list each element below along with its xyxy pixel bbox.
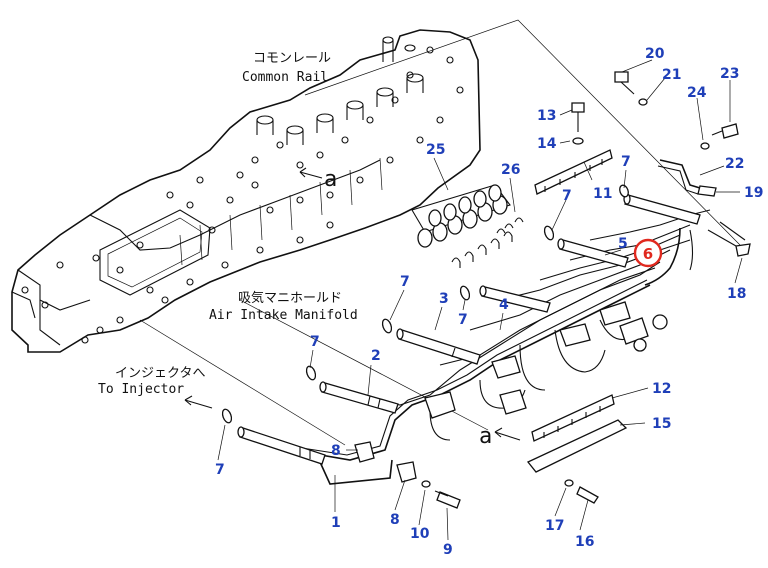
callout-11[interactable]: 11 — [593, 186, 612, 202]
callout-12[interactable]: 12 — [652, 381, 671, 397]
air-intake-label-en: Air Intake Manifold — [209, 308, 358, 323]
callout-19[interactable]: 19 — [744, 185, 763, 201]
text-labels: コモンレール Common Rail 吸気マニホールド Air Intake M… — [98, 51, 492, 449]
injector-label-en: To Injector — [98, 382, 184, 397]
callout-10[interactable]: 10 — [410, 526, 430, 542]
callout-7-b[interactable]: 7 — [310, 334, 320, 350]
callout-17[interactable]: 17 — [545, 518, 564, 534]
callout-26[interactable]: 26 — [501, 162, 520, 178]
callout-25[interactable]: 25 — [426, 142, 445, 158]
callout-7-d[interactable]: 7 — [458, 312, 468, 328]
callout-leaders — [217, 59, 743, 541]
clip-set-26 — [451, 217, 524, 268]
callout-13[interactable]: 13 — [537, 108, 556, 124]
callout-8-a[interactable]: 8 — [331, 443, 341, 459]
view-mark-upper: a — [324, 167, 337, 192]
callout-7-e[interactable]: 7 — [562, 188, 572, 204]
common-rail-label-en: Common Rail — [242, 70, 328, 85]
callout-22[interactable]: 22 — [725, 156, 744, 172]
hardware — [354, 71, 751, 509]
tube-clamps — [424, 301, 668, 419]
injector-rods — [237, 193, 701, 465]
callout-23[interactable]: 23 — [720, 66, 739, 82]
engine-block — [11, 29, 481, 353]
callout-16[interactable]: 16 — [575, 534, 594, 550]
callout-5[interactable]: 5 — [618, 236, 628, 252]
callout-8-b[interactable]: 8 — [390, 512, 400, 528]
air-intake-label-jp: 吸気マニホールド — [238, 290, 342, 306]
view-arrow-lower — [494, 427, 521, 441]
view-arrow-injector — [184, 395, 213, 409]
seal-kit-25 — [411, 184, 511, 248]
callout-7-c[interactable]: 7 — [400, 274, 410, 290]
callout-9[interactable]: 9 — [443, 542, 453, 558]
callout-4[interactable]: 4 — [499, 297, 509, 313]
callout-21[interactable]: 21 — [662, 67, 681, 83]
callout-7-a[interactable]: 7 — [215, 462, 225, 478]
callout-24[interactable]: 24 — [687, 85, 707, 101]
callout-6-highlight[interactable]: 6 — [633, 238, 663, 268]
callout-20[interactable]: 20 — [645, 46, 665, 62]
callout-1[interactable]: 1 — [331, 515, 341, 531]
view-mark-lower: a — [479, 424, 492, 449]
callout-2[interactable]: 2 — [371, 348, 381, 364]
common-rail-label-jp: コモンレール — [253, 51, 331, 66]
injector-label-jp: インジェクタへ — [115, 366, 205, 381]
o-rings — [221, 184, 629, 424]
callout-6[interactable]: 6 — [643, 245, 653, 263]
callout-15[interactable]: 15 — [652, 416, 671, 432]
callout-7-f[interactable]: 7 — [621, 154, 631, 170]
callout-3[interactable]: 3 — [439, 291, 449, 307]
callout-18[interactable]: 18 — [727, 286, 746, 302]
callout-numbers: 1 2 3 4 5 6 7 7 7 7 7 7 8 8 9 10 11 12 1… — [215, 46, 763, 558]
callout-14[interactable]: 14 — [537, 136, 557, 152]
